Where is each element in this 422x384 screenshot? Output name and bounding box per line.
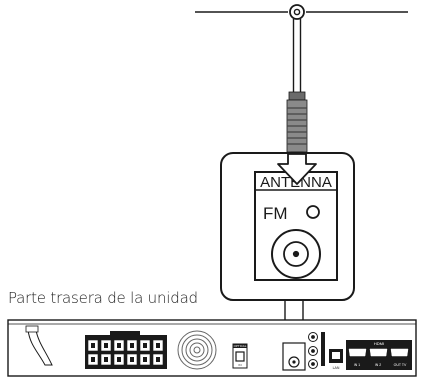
fm-antenna-socket: [271, 229, 321, 279]
cooling-fan-icon: [177, 330, 217, 370]
rear-of-unit-caption: Parte trasera de la unidad: [8, 289, 198, 307]
optical-sub-label: IN: [239, 363, 242, 367]
fm-band-label: FM: [263, 204, 288, 223]
optical-label: OPTICAL: [234, 344, 247, 348]
lan-label: LAN: [333, 366, 340, 370]
coaxial-connector-icon: [286, 91, 308, 159]
power-cord-icon: [27, 329, 53, 366]
hdmi-label: HDMI: [374, 341, 384, 346]
hdmi-out-label: OUT TV: [394, 363, 407, 367]
fm-dipole-antenna-icon: [195, 4, 408, 92]
aux-connectors: [308, 332, 318, 369]
hdmi-in2-label: IN 2: [375, 363, 381, 367]
down-arrow-icon: [277, 153, 317, 185]
fm-indicator-circle: [306, 205, 320, 219]
unit-rear-panel: OPTICAL IN LAN HDMI IN 1 IN 2 OUT TV: [7, 319, 417, 377]
hdmi-in1-label: IN 1: [354, 363, 360, 367]
